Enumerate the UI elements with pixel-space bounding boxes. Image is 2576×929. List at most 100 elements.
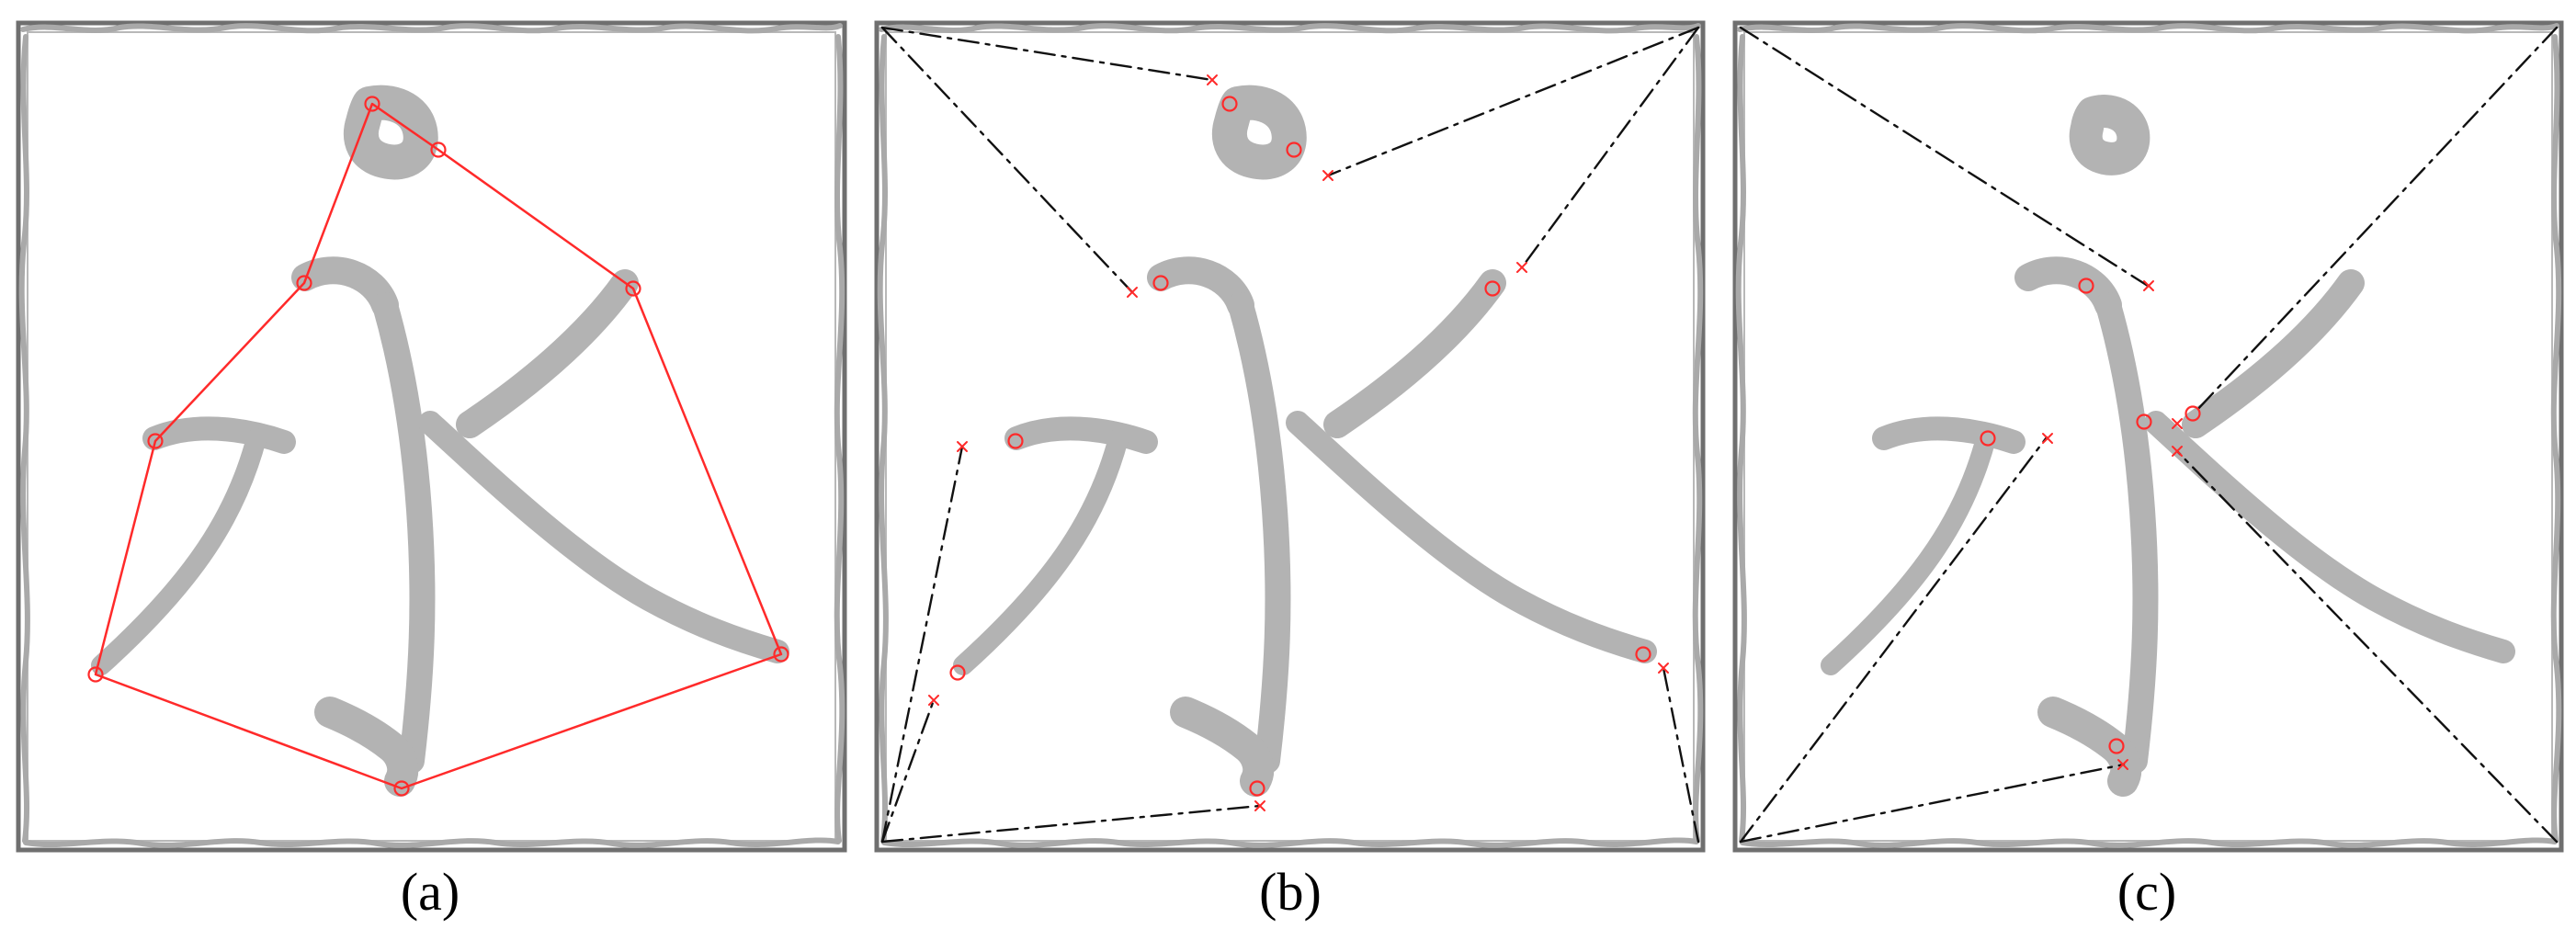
circle-marker-icon: [1221, 96, 1238, 112]
circle-marker-icon: [2078, 278, 2094, 294]
panel-c-bottom-edge-noise: [1740, 837, 2558, 848]
circle-marker-icon: [87, 666, 104, 683]
circle-marker-icon: [296, 275, 312, 291]
glyph-left-diagonal-stroke-b: [953, 428, 1129, 675]
circle-marker-icon: [1635, 646, 1651, 663]
glyph-right-lower-stroke-b: [1286, 411, 1657, 663]
corner-link-bottom-left-to-base-c: [1739, 763, 2126, 844]
glyph-dot-stroke-a: [344, 85, 438, 180]
glyph-yong-panel-b: [953, 85, 1657, 797]
panel-b-bottom-edge-noise: [881, 837, 1699, 848]
x-marker-icon: [2143, 280, 2154, 291]
glyph-dot-stroke-b: [1212, 85, 1307, 180]
corner-link-top-left-to-center-c: [1739, 26, 2150, 288]
panel-c: (c): [1732, 20, 2564, 922]
glyph-vertical-stroke-c: [2095, 292, 2159, 774]
glyph-hook-base-a: [314, 697, 419, 797]
panel-a-bottom-edge-noise: [23, 837, 841, 848]
glyph-right-upper-stroke-a: [456, 269, 639, 438]
panel-a-caption: (a): [401, 862, 460, 922]
panel-b-caption: (b): [1259, 862, 1322, 922]
x-marker-icon: [2172, 418, 2183, 429]
panel-a: (a): [16, 20, 847, 922]
circle-marker-icon: [1152, 275, 1169, 291]
circle-marker-icon: [147, 433, 164, 449]
glyph-left-hook-stroke-b: [1004, 416, 1158, 454]
glyph-hook-base-c: [2037, 697, 2142, 797]
panel-c-left-edge-noise: [1735, 34, 1747, 844]
circle-marker-icon: [1249, 780, 1265, 797]
x-marker-icon: [957, 441, 968, 452]
panel-a-top-edge-noise: [20, 23, 843, 34]
circle-marker-icon: [1286, 142, 1302, 158]
glyph-right-upper-stroke-b: [1323, 269, 1506, 438]
corner-link-top-right-to-dot-b: [1326, 26, 1700, 177]
glyph-left-diagonal-stroke-c: [1821, 428, 1996, 675]
glyph-left-upper-stroke-a: [291, 256, 399, 319]
x-marker-icon: [1322, 170, 1333, 181]
markers-panel-c: [1980, 278, 2201, 770]
panel-b: (b): [874, 20, 1706, 922]
corner-link-top-left-to-dot-b: [880, 26, 1214, 82]
glyph-right-upper-stroke-c: [2182, 269, 2365, 438]
glyph-hook-base-b: [1170, 697, 1275, 797]
x-marker-icon: [1127, 287, 1138, 298]
circle-marker-icon: [2108, 738, 2125, 754]
panel-a-right-edge-noise: [834, 34, 845, 844]
glyph-dot-stroke-c: [2069, 95, 2150, 176]
panel-b-frame: [874, 20, 1706, 853]
panel-b-right-edge-noise: [1692, 34, 1704, 844]
convex-hull-panel-a: [94, 102, 783, 790]
circle-marker-icon: [1007, 433, 1024, 449]
corner-link-bottom-left-to-left-tail-b: [880, 698, 936, 844]
glyph-left-diagonal-stroke-a: [91, 428, 267, 675]
x-marker-icon: [1658, 663, 1669, 674]
panel-c-caption: (c): [2117, 862, 2176, 922]
circle-marker-icon: [364, 96, 380, 112]
x-marker-icon: [1516, 262, 1527, 273]
glyph-left-hook-stroke-a: [142, 416, 296, 454]
panel-b-top-edge-noise: [879, 23, 1701, 34]
panel-a-left-edge-noise: [18, 34, 30, 844]
glyph-right-lower-stroke-a: [418, 411, 789, 663]
panel-c-right-edge-noise: [2550, 34, 2562, 844]
glyph-vertical-stroke-a: [372, 292, 436, 774]
panel-c-frame: [1732, 20, 2564, 853]
corner-link-top-left-to-left-stroke-b: [880, 26, 1134, 294]
glyph-left-upper-stroke-c: [2014, 256, 2122, 319]
x-marker-icon: [2117, 759, 2128, 770]
glyph-vertical-stroke-b: [1228, 292, 1291, 774]
corner-link-bottom-right-to-center-c: [2176, 450, 2559, 844]
corner-link-bottom-left-to-base-b: [880, 804, 1262, 844]
panel-a-frame: [16, 20, 847, 853]
circle-marker-icon: [1484, 280, 1501, 297]
x-marker-icon: [928, 695, 939, 706]
glyph-yong-panel-a: [91, 85, 789, 797]
panel-b-left-edge-noise: [877, 34, 889, 844]
x-marker-icon: [2172, 446, 2183, 457]
circle-marker-icon: [393, 780, 410, 797]
circle-marker-icon: [430, 142, 447, 158]
circle-marker-icon: [1980, 430, 1996, 447]
glyph-left-hook-stroke-c: [1872, 416, 2026, 454]
glyph-yong-panel-c: [1821, 95, 2515, 797]
corner-link-bottom-right-to-right-tail-b: [1662, 666, 1700, 844]
x-marker-icon: [1254, 800, 1265, 811]
glyph-right-lower-stroke-c: [2144, 411, 2515, 663]
corner-link-top-right-to-right-stroke-b: [1520, 26, 1700, 269]
x-marker-icon: [2042, 433, 2053, 444]
circle-marker-icon: [625, 280, 641, 297]
circle-marker-icon: [773, 646, 789, 663]
hull-markers-panel-a: [87, 96, 789, 797]
markers-panel-b: [928, 74, 1669, 811]
corner-link-top-right-to-right-stroke-c: [2194, 26, 2559, 414]
circle-marker-icon: [949, 664, 966, 681]
circle-marker-icon: [2184, 405, 2201, 422]
circle-marker-icon: [2136, 414, 2152, 430]
x-marker-icon: [1207, 74, 1218, 85]
panel-c-top-edge-noise: [1737, 23, 2559, 34]
glyph-left-upper-stroke-b: [1147, 256, 1254, 319]
corner-link-bottom-left-to-left-stroke-c: [1739, 436, 2048, 844]
corner-link-bottom-left-to-left-hook-b: [880, 445, 964, 844]
